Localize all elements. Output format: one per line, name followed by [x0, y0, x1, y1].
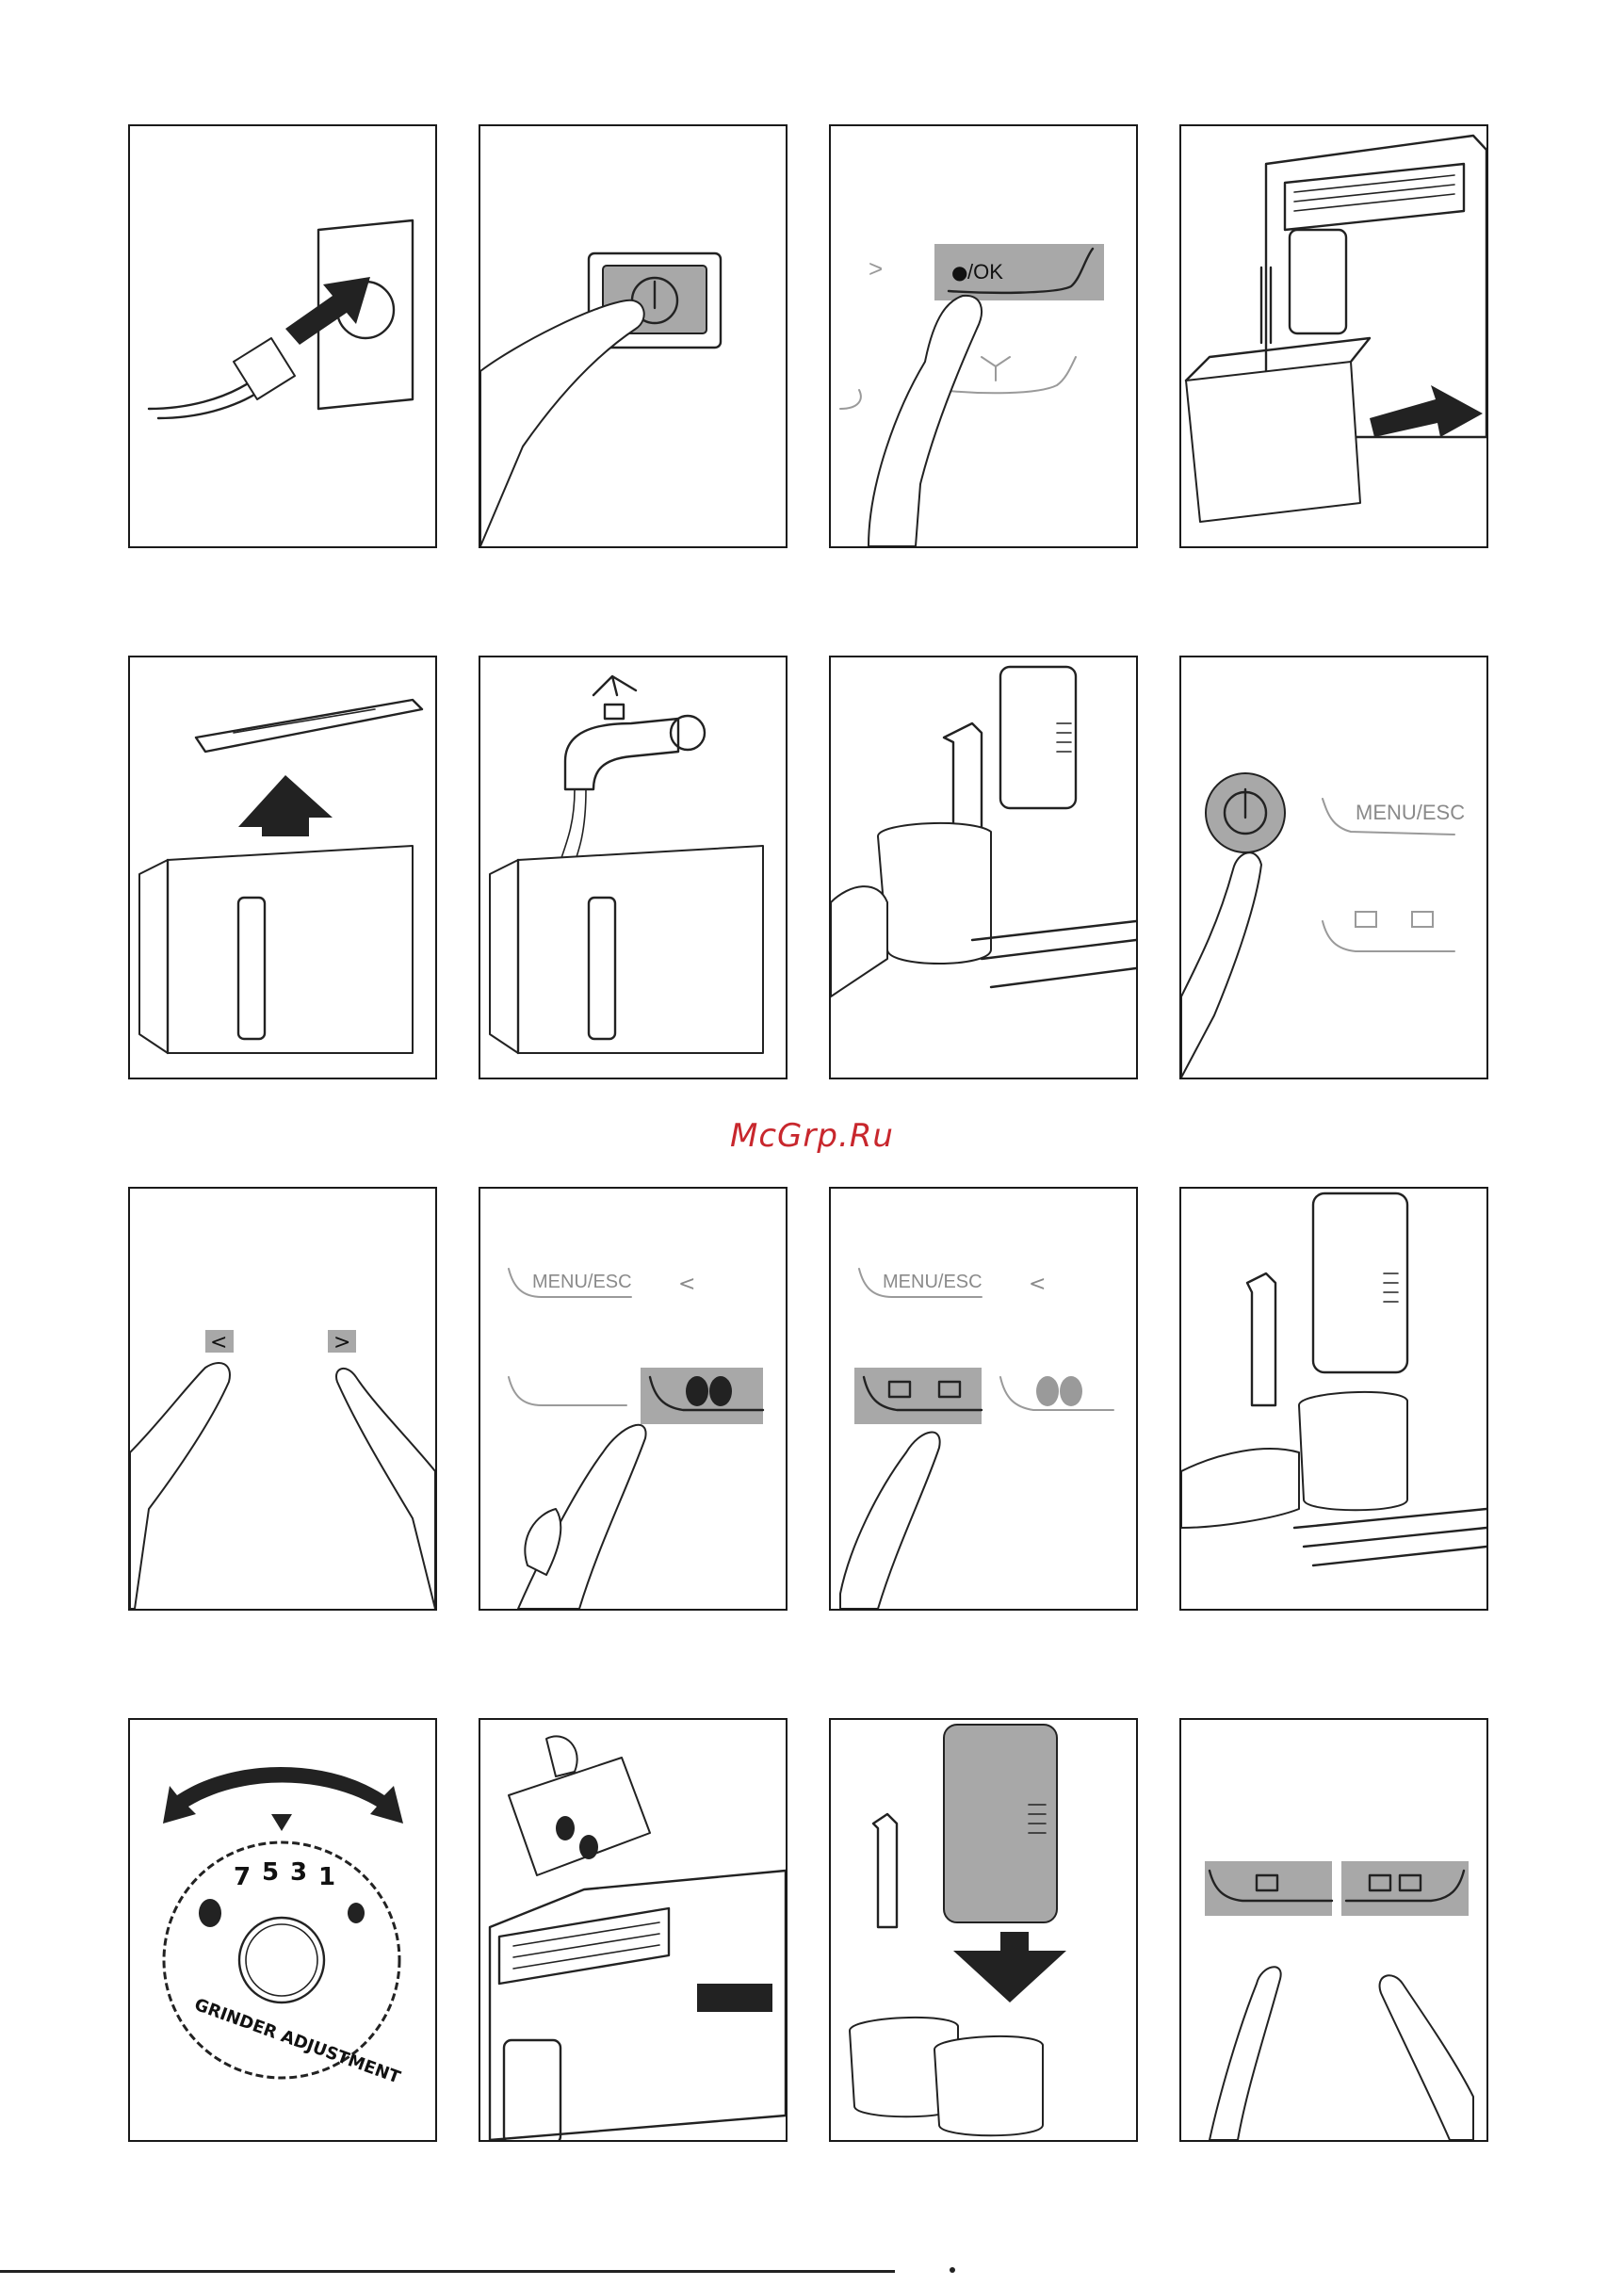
finger [869, 296, 982, 546]
finger [840, 1433, 940, 1609]
svg-text:MENU/ESC: MENU/ESC [532, 1272, 632, 1292]
hand [831, 886, 887, 997]
hand [1181, 1449, 1299, 1528]
panel-plug-in [128, 124, 437, 548]
svg-text:5: 5 [262, 1858, 279, 1887]
bean-bag [509, 1758, 650, 1875]
pointer-icon [271, 1814, 292, 1831]
arrow-down-icon [953, 1932, 1066, 2002]
svg-text:●: ● [951, 261, 967, 284]
water-tank [1186, 362, 1360, 522]
svg-text:<: < [1029, 1273, 1046, 1296]
finger-left [130, 1363, 230, 1609]
panel-cup-size-button: MENU/ESC < [829, 1187, 1138, 1611]
left-arrow-label: < [210, 1331, 227, 1354]
finger [518, 1425, 646, 1609]
cup [1299, 1392, 1407, 1510]
menu-esc-label: MENU/ESC [1356, 801, 1465, 824]
finger-left [1210, 1967, 1281, 2140]
panel-remove-tank [1179, 124, 1488, 548]
svg-text:7: 7 [234, 1863, 251, 1891]
water-tank [139, 846, 413, 1053]
panel-power-button [479, 124, 788, 548]
panel-remove-lid [128, 656, 437, 1079]
panel-fill-water [479, 656, 788, 1079]
steam-wand [1247, 1273, 1275, 1405]
panel-arrow-buttons: < > [128, 1187, 437, 1611]
svg-text:1: 1 [318, 1863, 335, 1891]
finger-right [1380, 1975, 1473, 2140]
arrow-out-icon [1370, 385, 1483, 437]
finger-right [336, 1369, 435, 1609]
panel-two-cups [829, 1718, 1138, 2142]
panel-cup-buttons [1179, 1718, 1488, 2142]
ok-label: /OK [967, 260, 1003, 284]
panel-grinder-adjustment: 7 5 3 1 GRINDER ADJUSTMENT [128, 1718, 437, 2142]
finger [480, 300, 644, 546]
arrow-right-icon [285, 277, 370, 345]
finger [1181, 852, 1261, 1078]
svg-text:3: 3 [290, 1858, 307, 1887]
panel-add-beans [479, 1718, 788, 2142]
milk-cup [878, 823, 991, 964]
panel-dispense-cup [1179, 1187, 1488, 1611]
tank-lid [196, 700, 422, 752]
panel-steam-cup [829, 656, 1138, 1079]
cup-right [934, 2036, 1043, 2135]
svg-text:<: < [678, 1273, 695, 1296]
watermark: McGrp.Ru [0, 1117, 1624, 1155]
right-arrow-label: > [333, 1331, 350, 1354]
panel-power-on: MENU/ESC [1179, 656, 1488, 1079]
panel-ok-button: > /OK ● [829, 124, 1138, 548]
arrow-up-icon [238, 775, 333, 836]
water-tank [490, 846, 763, 1053]
steam-wand [873, 1814, 897, 1927]
faucet [565, 719, 678, 789]
plug [234, 338, 295, 399]
svg-text:MENU/ESC: MENU/ESC [883, 1272, 983, 1292]
footer-mark [950, 2267, 955, 2273]
svg-text:>: > [869, 254, 883, 283]
footer-rule [0, 2270, 895, 2273]
panel-coffee-bean-button: MENU/ESC < [479, 1187, 788, 1611]
